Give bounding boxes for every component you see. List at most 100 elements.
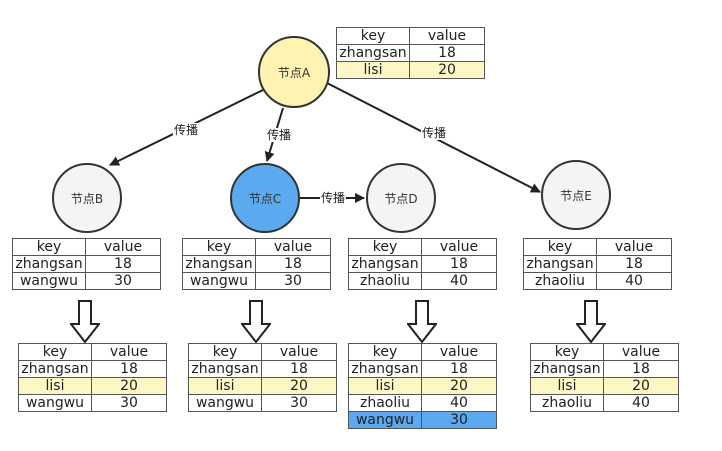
value-cell: 18 <box>91 360 167 378</box>
key-cell: key <box>523 238 597 256</box>
key-cell: zhaoliu <box>348 394 422 412</box>
key-cell: lisi <box>348 377 422 395</box>
key-cell: zhangsan <box>348 255 422 273</box>
node-b-label: 节点B <box>70 191 104 206</box>
key-cell: key <box>18 343 92 361</box>
value-cell: 18 <box>596 255 672 273</box>
key-cell: zhaoliu <box>348 272 422 290</box>
value-cell: 30 <box>255 272 331 290</box>
node-c-label: 节点C <box>248 191 282 206</box>
down-arrow-icon <box>70 300 100 344</box>
node-d: 节点D <box>366 163 436 233</box>
key-cell: lisi <box>188 377 262 395</box>
key-cell: zhangsan <box>12 255 86 273</box>
value-cell: value <box>421 343 497 361</box>
key-cell: zhangsan <box>18 360 92 378</box>
key-cell: lisi <box>336 61 410 79</box>
key-cell: zhaoliu <box>523 272 597 290</box>
value-cell: 30 <box>91 394 167 412</box>
value-cell: 30 <box>85 272 161 290</box>
key-cell: zhaoliu <box>530 394 604 412</box>
value-cell: value <box>91 343 167 361</box>
value-cell: value <box>603 343 679 361</box>
value-cell: 20 <box>603 377 679 395</box>
value-cell: 20 <box>421 377 497 395</box>
node-a: 节点A <box>258 36 330 108</box>
node-b: 节点B <box>52 163 122 233</box>
key-cell: wangwu <box>12 272 86 290</box>
value-cell: value <box>85 238 161 256</box>
key-cell: zhangsan <box>188 360 262 378</box>
edge-label-c-d: 传播 <box>320 191 347 205</box>
node-e: 节点E <box>541 160 611 230</box>
key-cell: zhangsan <box>530 360 604 378</box>
value-cell: 30 <box>421 411 497 429</box>
value-cell: 18 <box>85 255 161 273</box>
key-cell: wangwu <box>18 394 92 412</box>
value-cell: 20 <box>409 61 485 79</box>
value-cell: value <box>596 238 672 256</box>
edge-label-a-b: 传播 <box>173 123 200 137</box>
node-a-label: 节点A <box>277 65 311 80</box>
value-cell: value <box>261 343 337 361</box>
key-cell: key <box>12 238 86 256</box>
value-cell: value <box>255 238 331 256</box>
key-cell: key <box>348 343 422 361</box>
value-cell: 40 <box>421 272 497 290</box>
edge-label-a-c: 传播 <box>266 128 293 142</box>
value-cell: 18 <box>261 360 337 378</box>
value-cell: 18 <box>603 360 679 378</box>
value-cell: 40 <box>596 272 672 290</box>
key-cell: wangwu <box>182 272 256 290</box>
key-cell: key <box>530 343 604 361</box>
key-cell: key <box>336 27 410 45</box>
value-cell: value <box>409 27 485 45</box>
value-cell: value <box>421 238 497 256</box>
key-cell: zhangsan <box>348 360 422 378</box>
value-cell: 18 <box>421 255 497 273</box>
node-d-label: 节点D <box>384 191 418 206</box>
down-arrow-icon <box>576 300 606 344</box>
value-cell: 30 <box>261 394 337 412</box>
down-arrow-icon <box>241 300 271 344</box>
key-cell: zhangsan <box>523 255 597 273</box>
node-c: 节点C <box>230 163 300 233</box>
key-cell: wangwu <box>188 394 262 412</box>
value-cell: 40 <box>603 394 679 412</box>
node-e-label: 节点E <box>560 188 592 203</box>
key-cell: wangwu <box>348 411 422 429</box>
